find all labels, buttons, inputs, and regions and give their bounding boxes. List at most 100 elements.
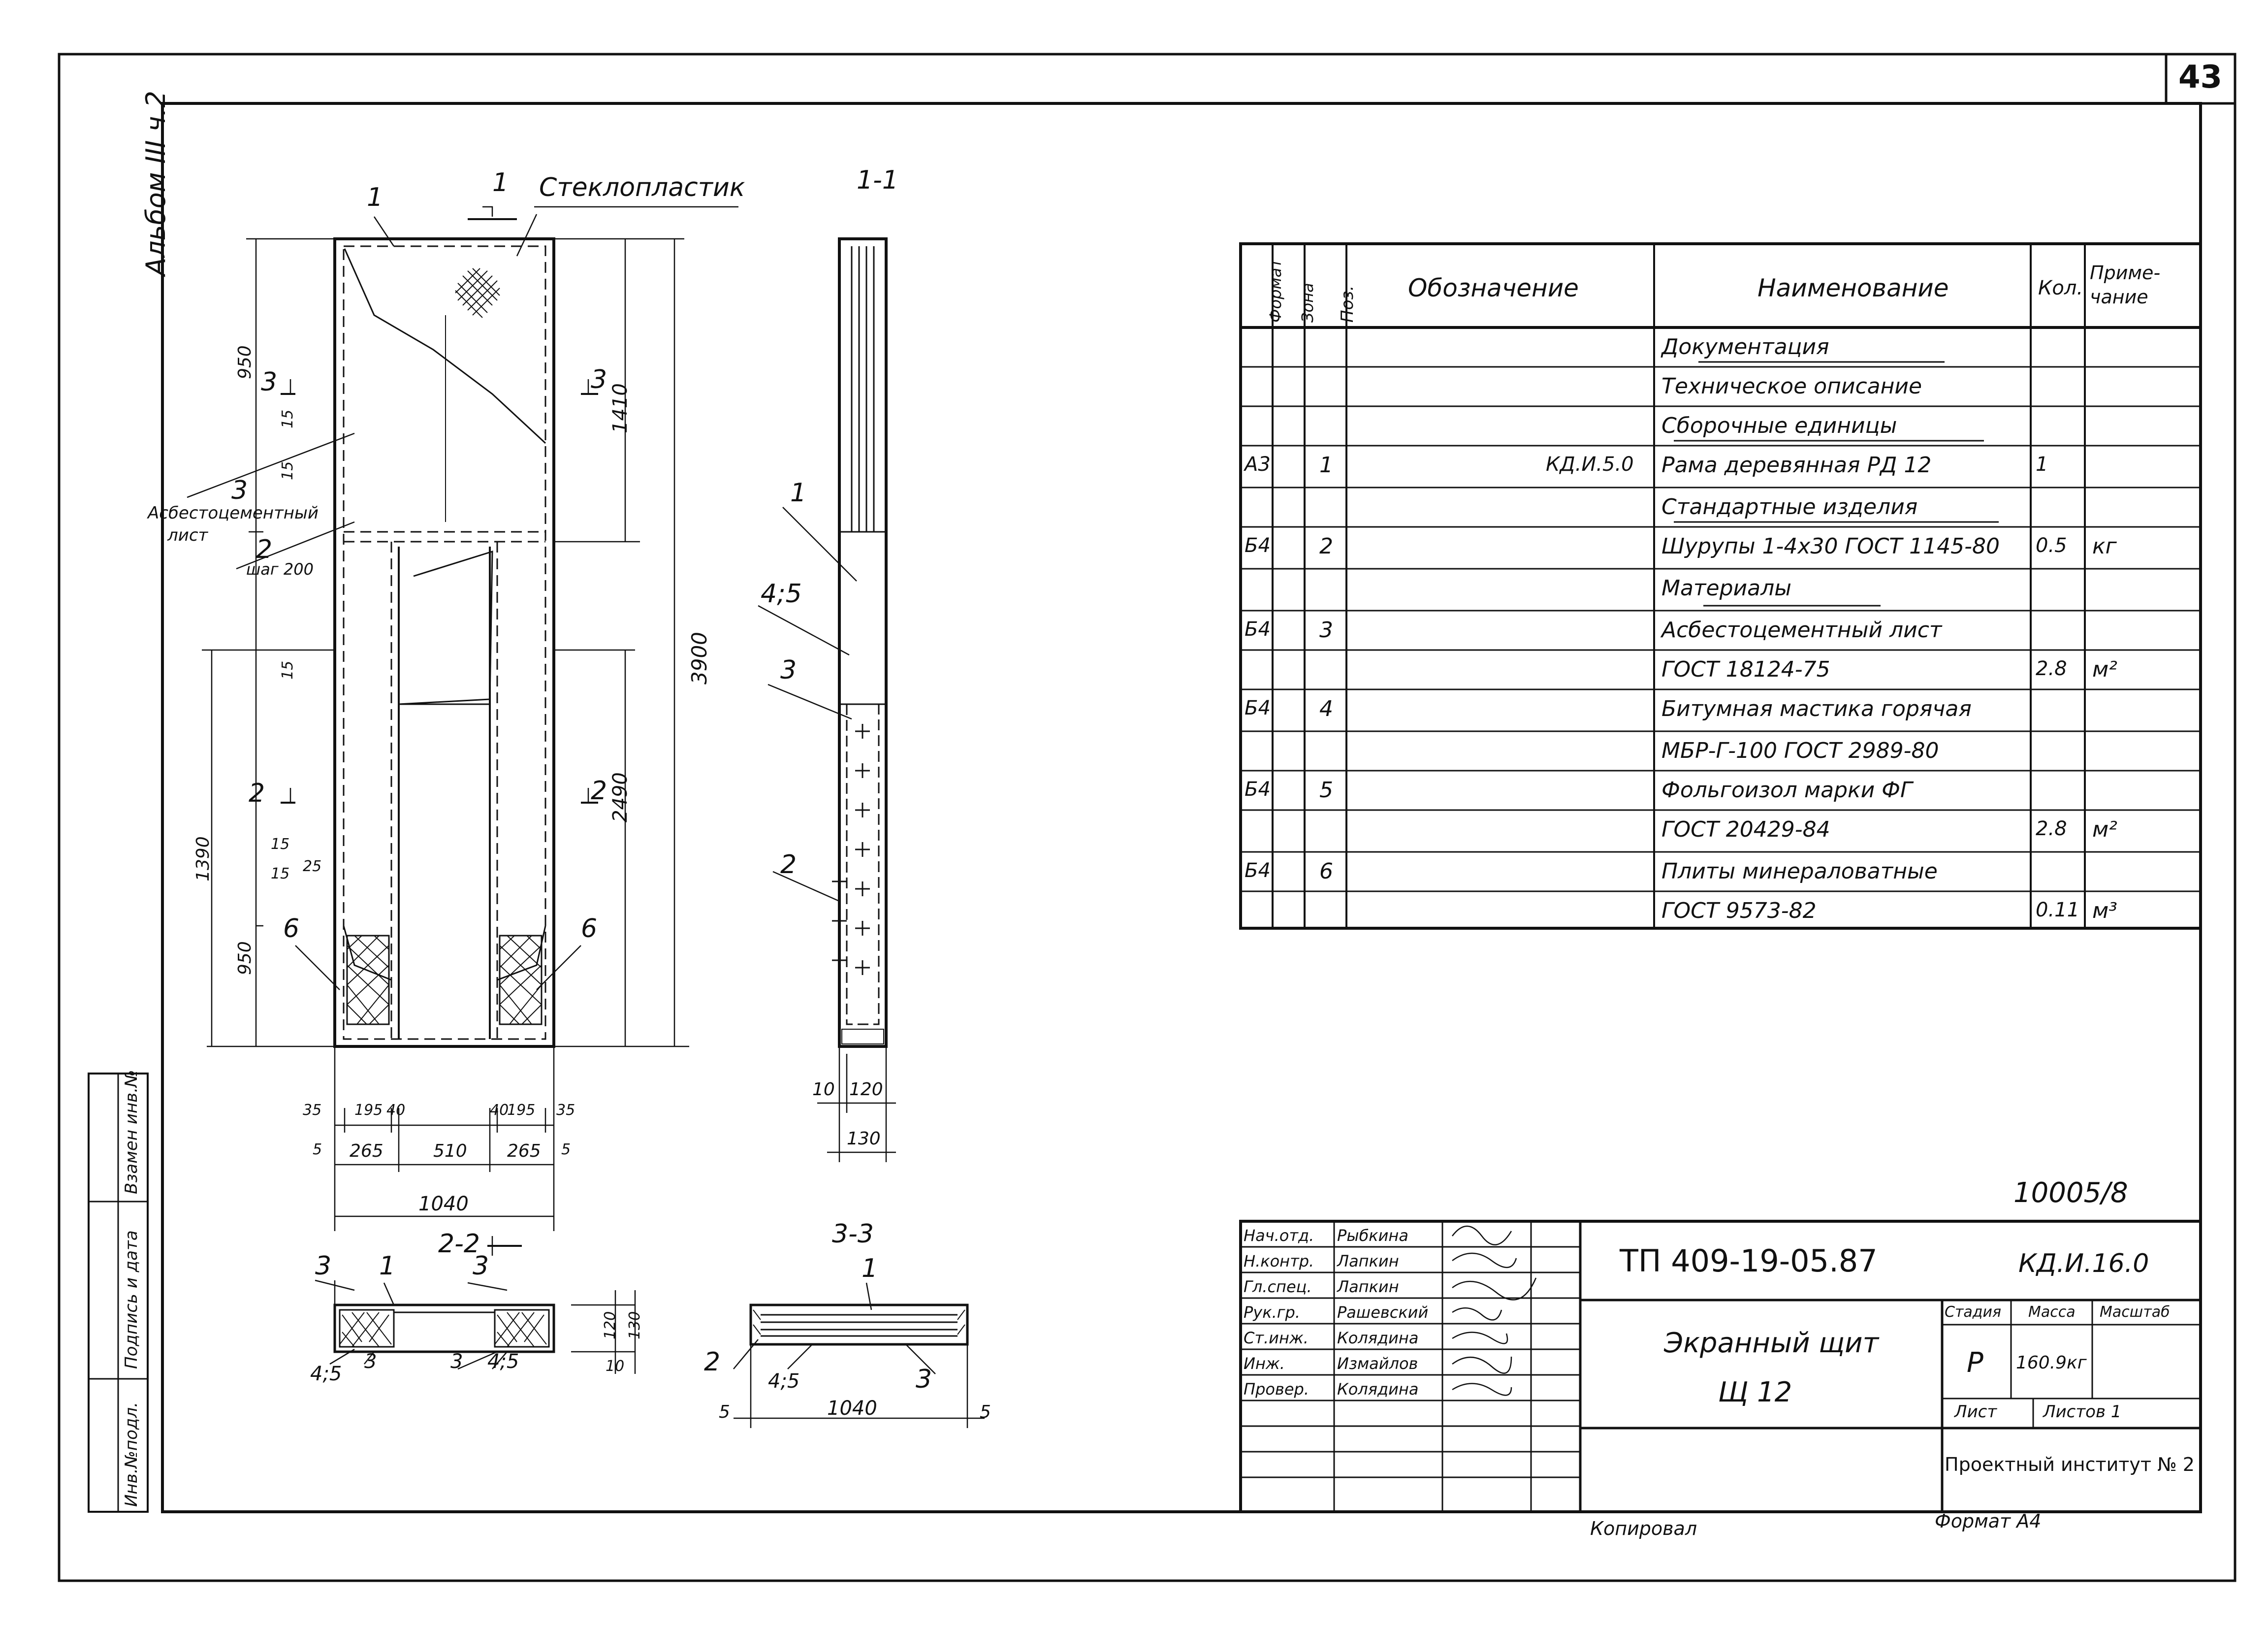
dim-b40a: 40 [386, 1102, 406, 1119]
sec33-dim-1040: 1040 [827, 1397, 877, 1420]
sec11-pos45: 4;5 [761, 579, 802, 609]
person-role: Рук.гр. [1244, 1303, 1301, 1322]
spec-cell-name: Фольгоизол марки ФГ [1661, 778, 1913, 803]
dim-b5b: 5 [561, 1141, 571, 1158]
person-role: Гл.спец. [1244, 1277, 1312, 1296]
th-name: Наименование [1757, 274, 1949, 302]
front-dimensions [187, 206, 738, 1231]
cut-2-left: 2 [249, 779, 265, 808]
mass-label: Масса [2028, 1303, 2076, 1321]
spec-cell-name: Битумная мастика горячая [1661, 696, 1972, 721]
pos2-label: 2 [256, 535, 273, 564]
sec11-pos3: 3 [780, 655, 797, 685]
dim-15e: 15 [271, 865, 290, 882]
spec-cell-format: Б4 [1245, 697, 1271, 719]
spec-cell-note: кг [2092, 534, 2117, 559]
dim-b510: 510 [433, 1141, 467, 1161]
sec11-dim-130: 130 [847, 1129, 881, 1149]
spec-cell-qty: 1 [2036, 453, 2048, 476]
person-name: Измайлов [1337, 1354, 1418, 1373]
asbestos-label-1: Асбестоцементный [148, 503, 319, 523]
dim-b265a: 265 [350, 1141, 383, 1161]
section-title-1-1: 1-1 [857, 165, 898, 195]
person-name: Колядина [1337, 1329, 1419, 1347]
dim-950-bot: 950 [235, 941, 255, 975]
sec33-pos45: 4;5 [768, 1370, 800, 1393]
spec-cell-name: ГОСТ 18124-75 [1661, 657, 1830, 682]
mass-value: 160.9кг [2016, 1353, 2087, 1373]
scale-label: Масштаб [2100, 1303, 2170, 1321]
dim-950-top: 950 [235, 345, 255, 379]
spec-cell-name: Техническое описание [1661, 374, 1922, 399]
sec22-pos1: 1 [379, 1251, 396, 1281]
side-stamp [88, 1073, 149, 1513]
section-2-2 [315, 1236, 636, 1374]
dim-15a: 15 [279, 409, 296, 428]
asbestos-label-2: лист [167, 525, 208, 545]
spec-cell-name: ГОСТ 20429-84 [1661, 817, 1830, 842]
spec-table-grid [1239, 242, 2202, 930]
spec-cell-qty: 0.11 [2036, 899, 2080, 921]
album-label: Альбом III ч.2 [140, 91, 171, 276]
dim-15c: 15 [279, 660, 296, 680]
spec-cell-pos: 6 [1319, 859, 1333, 884]
spec-cell-name: Шурупы 1-4х30 ГОСТ 1145-80 [1661, 534, 2000, 559]
spec-cell-note: м² [2092, 657, 2117, 682]
outer-frame [58, 53, 2236, 1582]
sec22-pos45a: 4;5 [310, 1363, 342, 1385]
sec11-pos1: 1 [790, 478, 807, 508]
spec-cell-name: Плиты минераловатные [1661, 859, 1938, 884]
side-inv-podl: Инв.№подл. [122, 1402, 141, 1507]
dim-b35a: 35 [303, 1102, 322, 1119]
pos1-top-label: 1 [367, 183, 383, 212]
dim-b195a: 195 [354, 1102, 383, 1119]
spec-cell-name: Стандартные изделия [1661, 494, 1918, 520]
sec22-dim-10: 10 [606, 1358, 625, 1375]
spec-cell-pos: 1 [1319, 453, 1333, 478]
sec22-pos3b: 3 [473, 1251, 489, 1281]
spec-cell-designation: КД.И.5.0 [1546, 453, 1634, 476]
person-role: Провер. [1244, 1380, 1309, 1399]
section-3-3 [733, 1282, 985, 1428]
spec-cell-name: Асбестоцементный лист [1661, 618, 1942, 643]
sheet-label: Лист [1954, 1402, 1997, 1422]
spec-cell-format: Б4 [1245, 618, 1271, 641]
th-designation: Обозначение [1408, 274, 1579, 302]
title-line2: Щ 12 [1718, 1376, 1792, 1408]
th-format: Формат [1266, 259, 1285, 323]
person-role: Н.контр. [1244, 1252, 1314, 1270]
sec22-pos3a: 3 [315, 1251, 332, 1281]
sec33-pos3: 3 [916, 1365, 932, 1394]
cut-2-right: 2 [591, 776, 607, 806]
title-code: ТП 409-19-05.87 [1620, 1243, 1878, 1279]
sec33-pos2: 2 [704, 1347, 721, 1377]
copied-label: Копировал [1590, 1518, 1697, 1539]
person-name: Лапкин [1337, 1252, 1399, 1270]
page-number: 43 [2178, 59, 2223, 96]
sheets-label: Листов 1 [2043, 1402, 2122, 1422]
side-podpis: Подпись и дата [122, 1230, 141, 1369]
spec-cell-name: МБР-Г-100 ГОСТ 2989-80 [1661, 738, 1939, 763]
section-title-3-3: 3-3 [832, 1219, 874, 1249]
dim-1390: 1390 [193, 836, 213, 881]
spec-cell-pos: 4 [1319, 696, 1333, 721]
sec22-pos3c: 3 [364, 1350, 377, 1373]
dim-2490: 2490 [609, 772, 632, 822]
spec-cell-format: Б4 [1245, 859, 1271, 882]
material-callout: Стеклопластик [539, 173, 745, 202]
dim-b1040: 1040 [418, 1193, 469, 1215]
sec22-dim-130: 130 [626, 1311, 643, 1339]
spec-cell-qty: 0.5 [2036, 534, 2067, 557]
sec22-pos45b: 4;5 [487, 1350, 519, 1373]
spec-cell-name: Рама деревянная РД 12 [1661, 453, 1932, 478]
spec-cell-name: Сборочные единицы [1661, 413, 1897, 438]
title-block-grid [1239, 1220, 2202, 1513]
stage-value: Р [1967, 1347, 1983, 1379]
pos6-right-label: 6 [581, 914, 598, 944]
th-qty: Кол. [2038, 277, 2083, 299]
person-name: Рашевский [1337, 1303, 1429, 1322]
spec-cell-format: Б4 [1245, 534, 1271, 557]
step-label: шаг 200 [246, 560, 314, 579]
stage-label: Стадия [1945, 1303, 2002, 1321]
